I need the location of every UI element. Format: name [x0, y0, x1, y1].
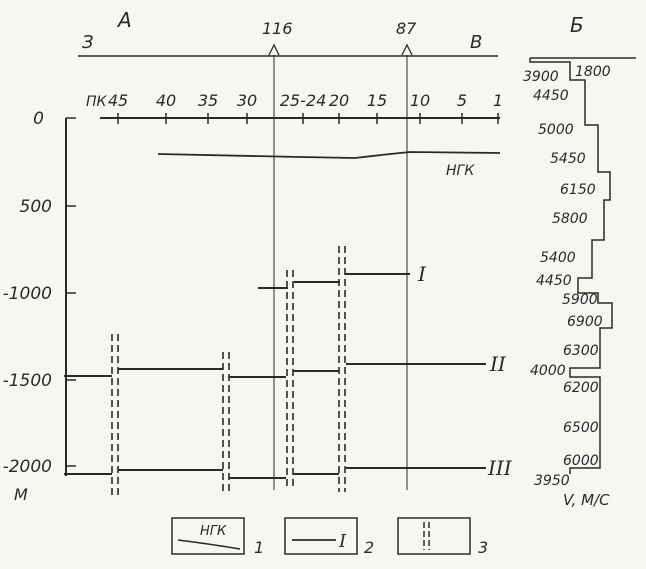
- depth-label-500: 500: [20, 197, 52, 217]
- velocity-6300: 6300: [563, 343, 599, 359]
- well-116-marker: [268, 43, 280, 56]
- depth-label-1000: -1000: [3, 284, 52, 304]
- well-87-marker: [401, 43, 413, 56]
- depth-unit: М: [14, 485, 28, 504]
- well-116-label: 116: [262, 19, 293, 38]
- legend-curve-sample: [177, 539, 241, 550]
- picket-label-30: 30: [237, 91, 257, 110]
- legend-text-1: НГК: [200, 524, 227, 539]
- horizon-iii-label: III: [487, 456, 513, 480]
- velocity-6000: 6000: [563, 453, 599, 469]
- west-label: З: [82, 32, 94, 53]
- legend-number-1: 1: [254, 538, 264, 557]
- velocity-step-curve: [529, 58, 613, 474]
- velocity-4000: 4000: [530, 363, 566, 379]
- velocity-6200: 6200: [563, 380, 599, 396]
- legend-item-1: НГК 1: [171, 517, 264, 557]
- fault-2: [222, 352, 230, 492]
- ngk-label: НГК: [446, 163, 475, 179]
- velocity-5450: 5450: [550, 151, 586, 167]
- ngk-curve: [157, 151, 501, 159]
- velocity-1800: 1800: [575, 64, 611, 80]
- picket-label-20: 20: [329, 91, 349, 110]
- picket-label-10: 10: [410, 91, 430, 110]
- velocity-unit: V, М/С: [563, 491, 610, 509]
- legend-item-3: 3: [397, 517, 488, 557]
- picket-label-25-24: 25-24: [280, 91, 327, 110]
- faults: [111, 246, 346, 496]
- velocity-3900: 3900: [523, 69, 559, 85]
- velocity-4450-lower: 4450: [536, 273, 572, 289]
- picket-label-40: 40: [156, 91, 176, 110]
- legend-text-2: I: [338, 531, 347, 552]
- legend-number-2: 2: [364, 538, 374, 557]
- legend-number-3: 3: [478, 538, 488, 557]
- picket-label-5: 5: [457, 91, 467, 110]
- picket-label-45: 45: [108, 91, 128, 110]
- horizon-i-label: I: [417, 262, 427, 286]
- picket-prefix: ПК: [86, 94, 108, 110]
- velocity-5800: 5800: [552, 211, 588, 227]
- velocity-4450: 4450: [533, 88, 569, 104]
- section-b-label: Б: [570, 13, 584, 37]
- fault-1: [111, 334, 119, 496]
- legend-item-2: I 2: [284, 517, 374, 557]
- picket-label-1: 1: [493, 91, 503, 110]
- legend-box-1: [171, 517, 245, 555]
- velocity-5000: 5000: [538, 122, 574, 138]
- section-a-label: А: [116, 8, 132, 32]
- velocity-5400: 5400: [540, 250, 576, 266]
- horizon-ii-label: II: [489, 352, 507, 376]
- legend-box-2: [284, 517, 358, 555]
- velocity-3950: 3950: [534, 473, 570, 489]
- fault-4: [338, 246, 346, 492]
- depth-label-1500: -1500: [3, 371, 52, 391]
- well-87-label: 87: [396, 19, 417, 38]
- depth-label-0: 0: [33, 109, 44, 129]
- picket-ticks: [117, 113, 499, 124]
- picket-label-35: 35: [198, 91, 218, 110]
- east-label: В: [470, 32, 482, 53]
- picket-label-15: 15: [367, 91, 387, 110]
- depth-label-2000: -2000: [3, 457, 52, 477]
- horizons: [64, 273, 486, 479]
- legend: НГК 1 I 2 3: [171, 517, 488, 557]
- fault-3: [286, 270, 294, 488]
- velocity-5900: 5900: [562, 292, 598, 308]
- legend-box-3: [397, 517, 471, 555]
- velocity-6150: 6150: [560, 182, 596, 198]
- velocity-6900: 6900: [567, 314, 603, 330]
- velocity-6500: 6500: [563, 420, 599, 436]
